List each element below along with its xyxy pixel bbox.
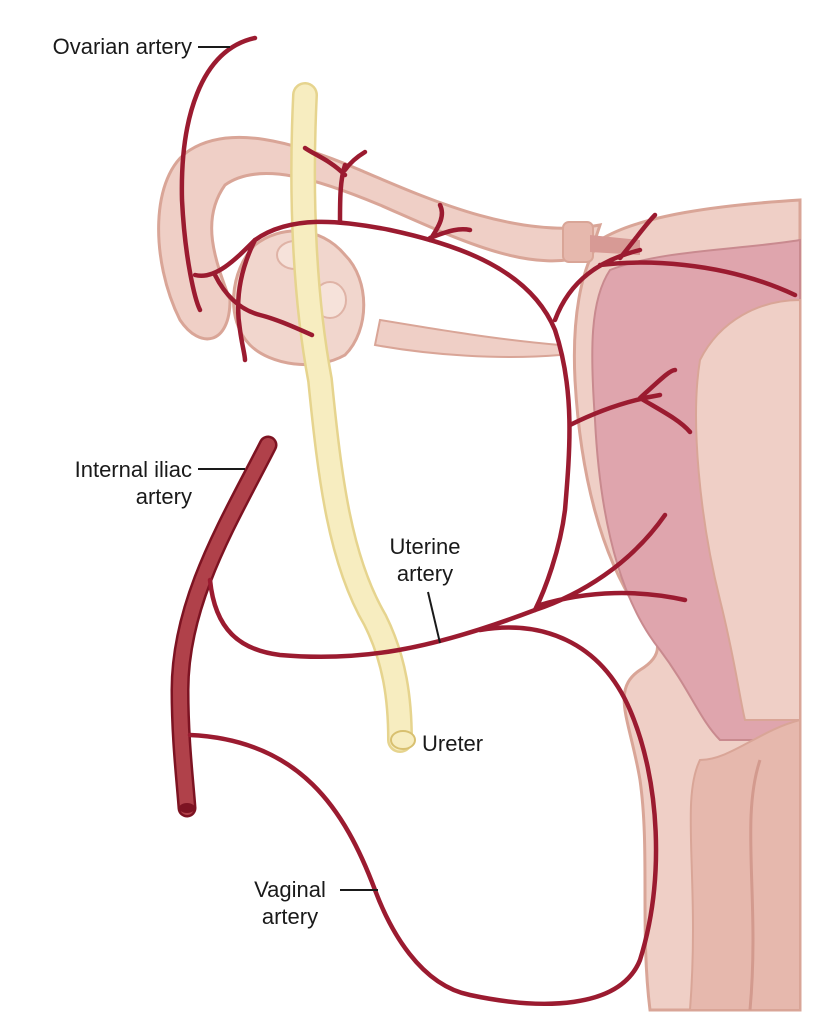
ureter bbox=[290, 82, 416, 753]
vaginal-artery-label: Vaginal artery bbox=[240, 876, 340, 930]
arteries bbox=[179, 35, 798, 1006]
uterine-artery-label: Uterine artery bbox=[375, 533, 475, 587]
ovarian-artery-label: Ovarian artery bbox=[52, 34, 192, 59]
vaginal-label-line2: artery bbox=[261, 904, 319, 929]
internal-iliac-artery bbox=[170, 435, 278, 818]
ovarian-artery-path bbox=[179, 35, 258, 313]
fallopian-tube bbox=[157, 135, 640, 358]
leader-lines bbox=[198, 46, 441, 891]
ureter-label: Ureter bbox=[422, 731, 484, 756]
internal-iliac-label-line2: artery bbox=[135, 484, 192, 509]
internal-iliac-label-line1: Internal iliac bbox=[74, 457, 192, 482]
internal-iliac-artery-label: Internal iliac artery bbox=[40, 456, 192, 510]
uterine-label-line1: Uterine bbox=[389, 534, 461, 559]
vaginal-label-line1: Vaginal bbox=[254, 877, 326, 902]
uterine-artery-path bbox=[207, 512, 688, 660]
uterus bbox=[572, 198, 802, 1012]
uterine-label-line2: artery bbox=[396, 561, 454, 586]
